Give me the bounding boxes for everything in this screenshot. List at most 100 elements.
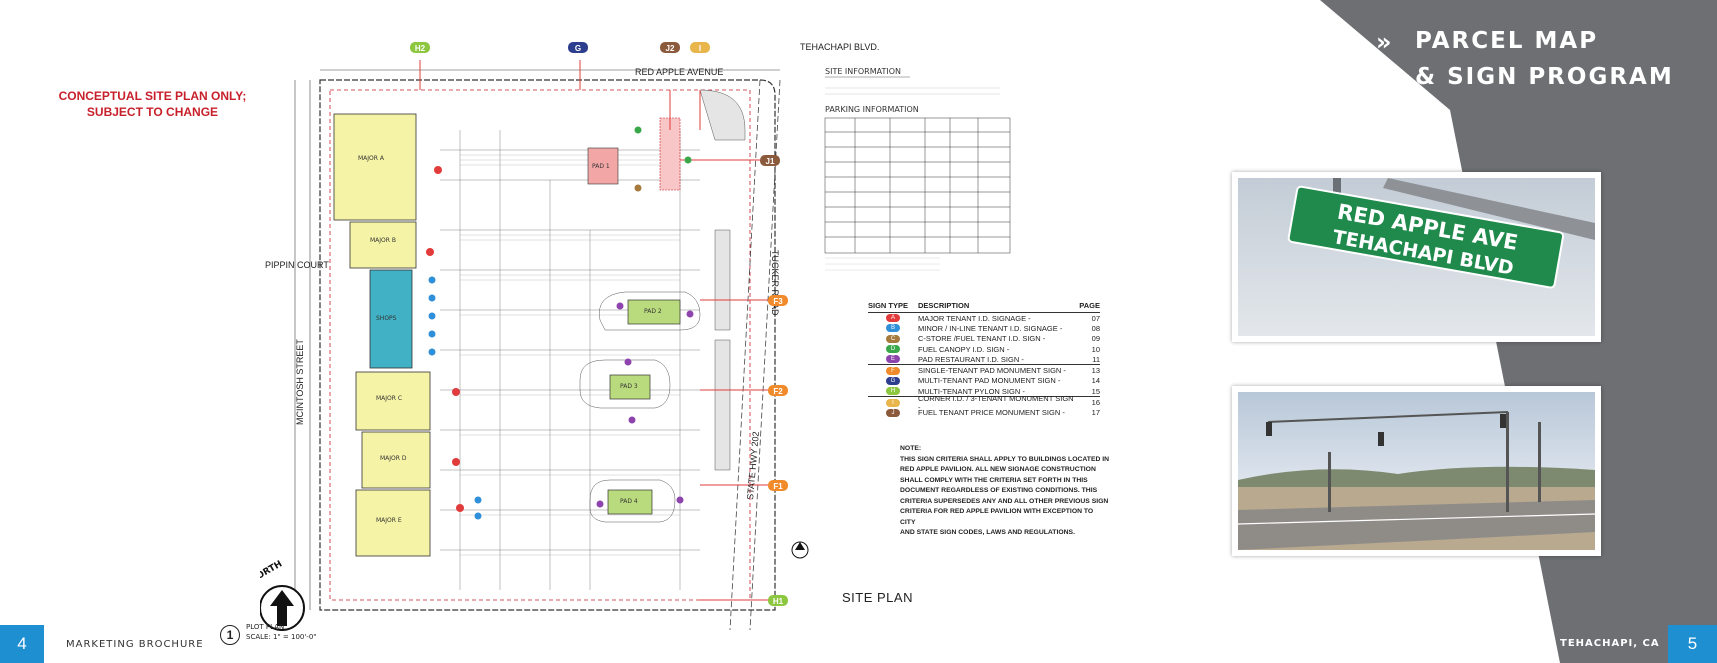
legend-code-badge: B bbox=[886, 324, 900, 333]
chevron-icon: » bbox=[1376, 28, 1391, 56]
building-pad4: PAD 4 bbox=[620, 498, 638, 505]
legend-col-sign-type: SIGN TYPE bbox=[868, 301, 909, 310]
building-pad2: PAD 2 bbox=[644, 308, 662, 315]
building-shops: SHOPS bbox=[376, 315, 397, 322]
note-line: AND STATE SIGN CODES, LAWS AND REGULATIO… bbox=[900, 529, 1075, 536]
legend-description: C-STORE /FUEL TENANT I.D. SIGN - bbox=[918, 334, 1046, 344]
legend-row: C C-STORE /FUEL TENANT I.D. SIGN - 09 bbox=[868, 334, 1100, 344]
legend-description: MULTI-TENANT PYLON SIGN - bbox=[918, 386, 1025, 396]
legend-page: 10 bbox=[1091, 344, 1100, 354]
legend-description: FUEL CANOPY I.D. SIGN - bbox=[918, 344, 1010, 354]
north-label: NORTH bbox=[260, 559, 284, 585]
legend-code-badge: A bbox=[886, 314, 900, 323]
street-tucker-road: TUCKER ROAD bbox=[770, 250, 780, 316]
legend-page: 08 bbox=[1091, 323, 1100, 333]
legend-description: MAJOR TENANT I.D. SIGNAGE - bbox=[918, 313, 1031, 323]
marker-j2: J2 bbox=[666, 44, 675, 53]
legend-code-badge: F bbox=[886, 366, 900, 375]
building-major-a: MAJOR A bbox=[358, 155, 385, 162]
legend-row: I CORNER I.D. / 3-TENANT MONUMENT SIGN - 1… bbox=[868, 394, 1100, 412]
legend-code-badge: C bbox=[886, 334, 900, 343]
marker-f2: F2 bbox=[773, 387, 783, 396]
photo-intersection bbox=[1232, 386, 1601, 556]
legend-page: 11 bbox=[1092, 354, 1100, 364]
street-state-hwy: STATE HWY 202 bbox=[745, 431, 761, 500]
plot-title: PLOT PLAN bbox=[246, 623, 285, 631]
legend-row: D FUEL CANOPY I.D. SIGN - 10 bbox=[868, 344, 1100, 354]
legend-page: 17 bbox=[1091, 408, 1100, 418]
note-heading: NOTE: bbox=[900, 445, 922, 452]
marker-g: G bbox=[575, 44, 581, 53]
marker-h2: H2 bbox=[415, 44, 426, 53]
legend-page: 16 bbox=[1091, 398, 1100, 408]
plot-label: PLOT PLAN SCALE: 1" = 100'-0" bbox=[246, 622, 317, 642]
conceptual-notice: CONCEPTUAL SITE PLAN ONLY; SUBJECT TO CH… bbox=[50, 88, 255, 120]
note-line: THIS SIGN CRITERIA SHALL APPLY TO BUILDI… bbox=[900, 455, 1110, 463]
footer-left-text: MARKETING BROCHURE bbox=[66, 639, 204, 650]
marker-j1: J1 bbox=[766, 157, 775, 166]
legend-code-badge: G bbox=[886, 376, 900, 385]
page-number-right: 5 bbox=[1668, 625, 1717, 663]
building-major-d: MAJOR D bbox=[380, 455, 407, 462]
page-number-left: 4 bbox=[0, 625, 44, 663]
legend-page: 09 bbox=[1091, 334, 1100, 344]
legend-description: SINGLE-TENANT PAD MONUMENT SIGN - bbox=[918, 366, 1066, 376]
legend-code-badge: D bbox=[886, 345, 900, 354]
legend-row: H MULTI-TENANT PYLON SIGN - 15 bbox=[868, 386, 1100, 398]
building-pad1: PAD 1 bbox=[592, 163, 610, 170]
legend-description: CORNER I.D. / 3-TENANT MONUMENT SIGN - bbox=[918, 393, 1074, 412]
parking-info-heading: PARKING INFORMATION bbox=[825, 105, 919, 114]
marker-h1: H1 bbox=[773, 597, 784, 606]
street-red-apple-avenue: RED APPLE AVENUE bbox=[635, 67, 723, 77]
plot-number: 1 bbox=[220, 625, 240, 645]
legend-description: MINOR / IN-LINE TENANT I.D. SIGNAGE - bbox=[918, 323, 1063, 333]
legend-page: 07 bbox=[1091, 313, 1100, 323]
legend-row: E PAD RESTAURANT I.D. SIGN - 11 bbox=[868, 354, 1100, 366]
small-north-icon bbox=[791, 541, 809, 559]
north-arrow-icon: NORTH bbox=[260, 559, 305, 631]
legend-row: A MAJOR TENANT I.D. SIGNAGE - 07 bbox=[868, 313, 1100, 323]
marker-f3: F3 bbox=[773, 297, 783, 306]
building-major-b: MAJOR B bbox=[370, 237, 396, 244]
building-major-e: MAJOR E bbox=[376, 517, 402, 524]
legend-code-badge: E bbox=[886, 355, 900, 364]
conceptual-notice-line2: SUBJECT TO CHANGE bbox=[86, 105, 219, 119]
legend-description: MULTI-TENANT PAD MONUMENT SIGN - bbox=[918, 376, 1061, 386]
legend-col-page: PAGE bbox=[1079, 301, 1100, 310]
conceptual-notice-line1: CONCEPTUAL SITE PLAN ONLY; bbox=[58, 89, 247, 103]
legend-code-badge: H bbox=[886, 387, 900, 396]
legend-description: FUEL TENANT PRICE MONUMENT SIGN - bbox=[918, 408, 1065, 418]
sign-legend: SIGN TYPE DESCRIPTION PAGE A MAJOR TENANT… bbox=[868, 301, 1100, 418]
page-title-line2: & SIGN PROGRAM bbox=[1415, 64, 1674, 90]
photo-street-sign: RED APPLE AVE TEHACHAPI BLVD bbox=[1232, 172, 1601, 342]
marker-f1: F1 bbox=[773, 482, 783, 491]
legend-description: PAD RESTAURANT I.D. SIGN - bbox=[918, 354, 1024, 364]
site-info-heading: SITE INFORMATION bbox=[825, 67, 901, 76]
legend-col-description: DESCRIPTION bbox=[918, 301, 970, 310]
street-tehachapi-blvd: TEHACHAPI BLVD. bbox=[800, 42, 879, 52]
note-line: CRITERIA SUPERSEDES ANY AND ALL OTHER PR… bbox=[900, 497, 1109, 505]
legend-row: F SINGLE-TENANT PAD MONUMENT SIGN - 13 bbox=[868, 365, 1100, 375]
legend-code-badge: I bbox=[886, 398, 900, 407]
note-lines: THIS SIGN CRITERIA SHALL APPLY TO BUILDI… bbox=[900, 455, 1110, 539]
building-major-c: MAJOR C bbox=[376, 395, 402, 402]
site-plan-title: SITE PLAN bbox=[842, 590, 913, 605]
note-line: DOCUMENT REGARDLESS OF EXISTING CONDITIO… bbox=[900, 487, 1098, 494]
legend-row: G MULTI-TENANT PAD MONUMENT SIGN - 14 bbox=[868, 376, 1100, 386]
legend-page: 14 bbox=[1091, 376, 1100, 386]
legend-page: 13 bbox=[1091, 366, 1100, 376]
plot-scale: SCALE: 1" = 100'-0" bbox=[246, 633, 317, 641]
note-line: CRITERIA FOR RED APPLE PAVILION WITH EXC… bbox=[900, 508, 1094, 526]
footer-right-text: TEHACHAPI, CA bbox=[1560, 638, 1660, 649]
site-plan: RED APPLE AVENUE TEHACHAPI BLVD. PIPPIN … bbox=[260, 42, 1011, 631]
note-line: RED APPLE PAVILION. ALL NEW SIGNAGE CONS… bbox=[900, 466, 1096, 473]
street-mcintosh: MCINTOSH STREET bbox=[295, 339, 305, 425]
note-line: SHALL COMPLY WITH THE CRITERIA SET FORTH… bbox=[900, 476, 1088, 484]
legend-header: SIGN TYPE DESCRIPTION PAGE bbox=[868, 301, 1100, 313]
legend-page: 15 bbox=[1091, 386, 1100, 396]
sign-note: NOTE: THIS SIGN CRITERIA SHALL APPLY TO … bbox=[900, 444, 1110, 539]
legend-row: B MINOR / IN-LINE TENANT I.D. SIGNAGE - 08 bbox=[868, 323, 1100, 333]
page-title-line1: PARCEL MAP bbox=[1415, 28, 1599, 54]
